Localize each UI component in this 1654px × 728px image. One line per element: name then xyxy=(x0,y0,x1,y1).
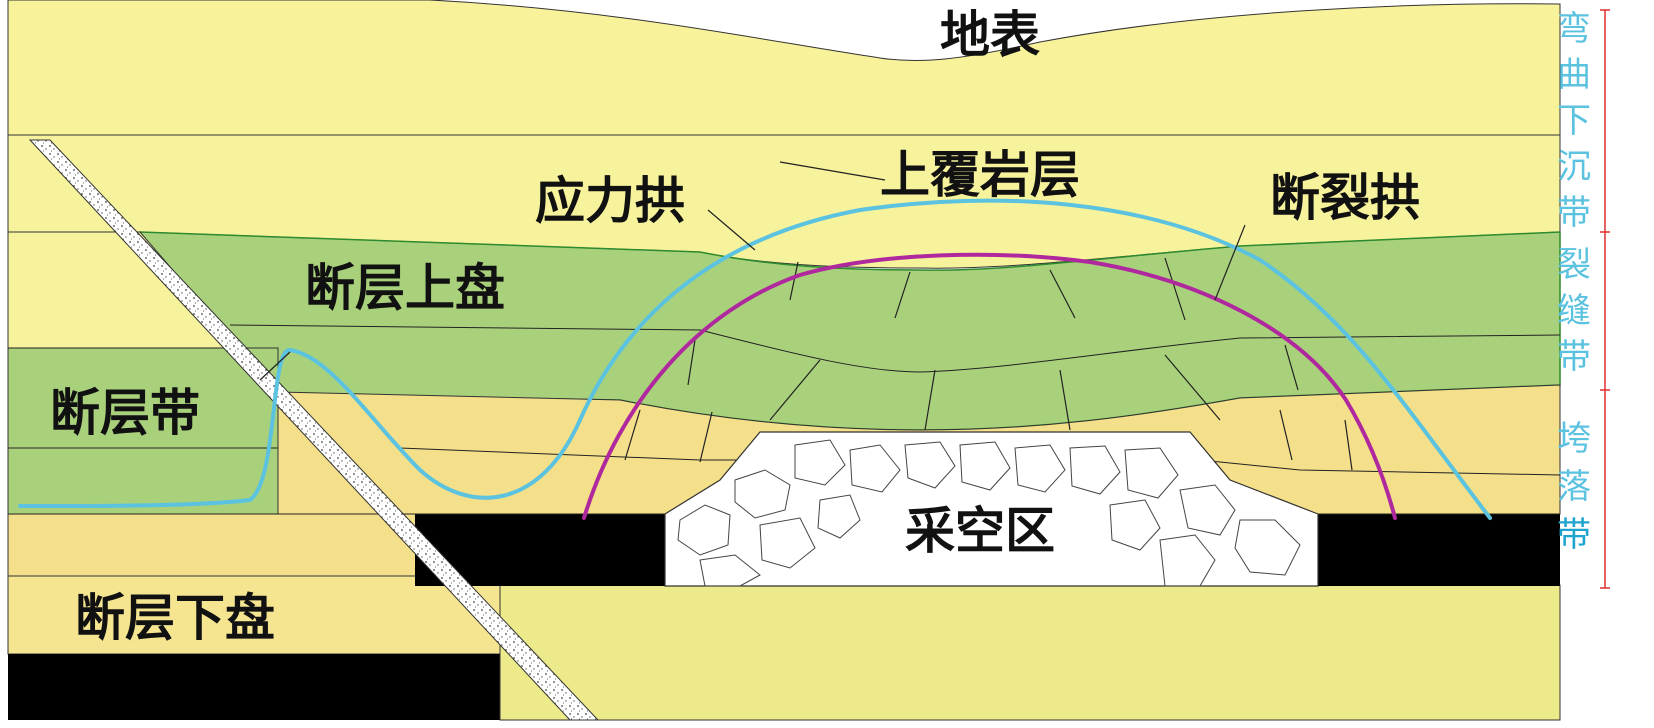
zone-bending-char-0: 弯 xyxy=(1557,9,1591,49)
zone-bending-char-2: 下 xyxy=(1557,101,1591,141)
label-fault-zone: 断层带 xyxy=(50,384,200,442)
stress-arch-curve xyxy=(18,198,1492,520)
zone-caving-char-2: 带 xyxy=(1557,515,1591,555)
leader-lines xyxy=(259,161,1246,381)
zone-caving-char-0: 垮 xyxy=(1557,419,1591,459)
zone-fracture-char-0: 裂 xyxy=(1557,245,1591,285)
goaf-rubble xyxy=(677,439,1301,587)
label-hanging-wall: 断层上盘 xyxy=(305,259,505,317)
footwall-coal xyxy=(8,654,588,720)
label-stress-arch: 应力拱 xyxy=(535,172,685,230)
zone-caving: 垮 落 带 xyxy=(1557,419,1591,555)
fault-plane xyxy=(28,139,600,721)
fault-zone-band xyxy=(7,347,279,515)
zone-bending-char-1: 曲 xyxy=(1557,55,1591,95)
zone-bending: 弯 曲 下 沉 带 xyxy=(1557,9,1591,233)
zone-fracture-char-2: 带 xyxy=(1557,337,1591,377)
fracture-cracks xyxy=(624,257,1353,471)
bottom-right-layer xyxy=(499,584,1561,721)
top-layer xyxy=(7,0,1561,136)
zone-fracture: 裂 缝 带 xyxy=(1557,245,1591,377)
zone-marker xyxy=(1600,9,1610,589)
label-overburden: 上覆岩层 xyxy=(880,146,1080,204)
zone-fracture-char-1: 缝 xyxy=(1557,291,1591,331)
label-surface: 地表 xyxy=(940,6,1040,64)
label-goaf: 采空区 xyxy=(905,502,1055,560)
zone-bending-char-4: 带 xyxy=(1557,193,1591,233)
zone-bending-char-3: 沉 xyxy=(1557,147,1591,187)
label-footwall: 断层下盘 xyxy=(75,589,275,647)
goaf-area xyxy=(664,431,1319,587)
coal-seam-right xyxy=(1318,514,1560,586)
label-fracture-arch: 断裂拱 xyxy=(1270,169,1420,227)
fracture-arch-curve xyxy=(582,252,1397,520)
zone-caving-char-1: 落 xyxy=(1557,467,1591,507)
